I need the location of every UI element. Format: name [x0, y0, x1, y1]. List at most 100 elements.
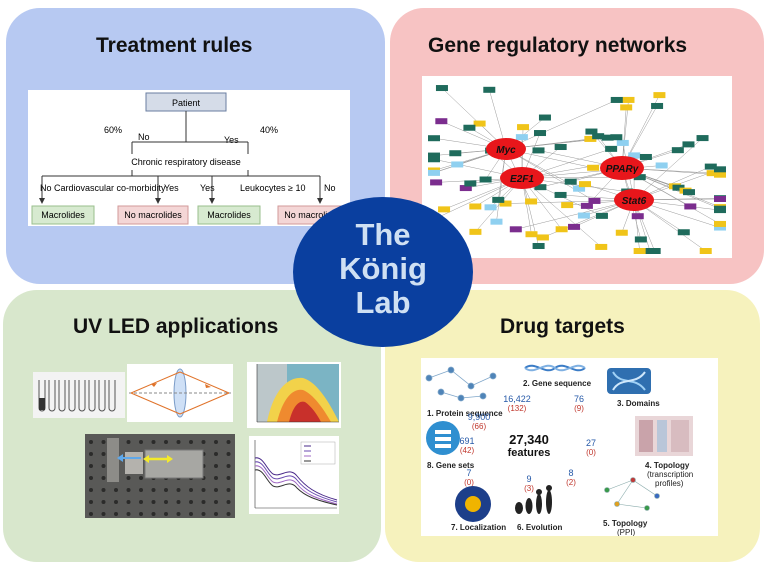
network-gene-node: [584, 135, 597, 142]
treatment-rules-title: Treatment rules: [96, 34, 253, 57]
hub-pparg: [600, 156, 644, 180]
topology-heatmap-icon: [635, 416, 693, 456]
network-gene-node: [714, 224, 726, 231]
network-gene-node: [616, 139, 629, 146]
table-hole: [189, 440, 193, 444]
tree-yes-left: Yes: [164, 183, 179, 193]
uv-led-quadrant: UV LED applications: [3, 290, 381, 562]
tree-no-right: No: [324, 183, 336, 193]
gene-networks-quadrant: Gene regulatory networks Myc E2F1 PPARγ …: [390, 8, 764, 284]
tree-yes-right: Yes: [200, 183, 215, 193]
network-gene-node: [428, 169, 440, 176]
table-hole: [101, 452, 106, 456]
ppi-network-icon: [604, 477, 660, 511]
network-gene-node: [428, 156, 440, 163]
table-hole: [114, 512, 118, 516]
network-gene-node: [483, 86, 496, 93]
table-hole: [101, 512, 106, 516]
table-hole: [214, 464, 218, 468]
table-hole: [126, 476, 131, 480]
hub-myc-label: Myc: [496, 145, 516, 156]
table-hole: [176, 488, 181, 492]
feature-label-6: 6. Evolution: [517, 523, 562, 532]
network-gene-node: [492, 196, 505, 203]
count-ppi: 8: [568, 468, 573, 478]
count-topology: 27: [586, 438, 596, 448]
network-gene-node: [435, 118, 448, 125]
feature-label-1: 1. Protein sequence: [427, 409, 503, 418]
table-hole: [101, 500, 106, 504]
feature-label-2: 2. Gene sequence: [523, 379, 592, 388]
tree-no-top: No: [138, 132, 150, 142]
network-gene-node: [554, 144, 567, 151]
network-gene-node: [525, 198, 538, 205]
hub-myc: [486, 138, 526, 160]
network-gene-node: [585, 128, 598, 135]
gene-sets-icon: [426, 421, 460, 455]
drug-features-panel: 1. Protein sequence 2. Gene sequence 3. …: [421, 358, 718, 537]
lab-logo-oval: The König Lab: [293, 197, 473, 347]
table-hole: [139, 512, 143, 516]
network-gene-node: [615, 229, 628, 236]
table-hole: [201, 512, 206, 516]
network-gene-node: [595, 243, 608, 250]
feature-label-7: 7. Localization: [451, 523, 506, 532]
count-gene-seq: 16,422: [503, 394, 531, 404]
table-hole: [126, 500, 131, 504]
network-gene-node: [714, 195, 726, 202]
network-gene-node: [588, 197, 601, 204]
cell-localization-icon: [455, 486, 491, 522]
table-hole: [226, 464, 231, 468]
gene-network-diagram: Myc E2F1 PPARγ Stat6: [428, 85, 726, 254]
count-localization: 7: [466, 468, 471, 478]
evolution-icon: [515, 485, 552, 514]
table-hole: [226, 452, 231, 456]
table-hole: [201, 500, 206, 504]
table-hole: [114, 500, 118, 504]
tree-node-mid: Chronic respiratory disease: [131, 157, 241, 167]
table-hole: [126, 488, 131, 492]
uv-photo-lens: [127, 364, 233, 422]
network-gene-node: [561, 202, 574, 209]
network-gene-node: [449, 150, 462, 157]
feature-label-5: 5. Topology: [603, 519, 648, 528]
network-gene-node: [490, 218, 503, 225]
table-hole: [164, 512, 168, 516]
count-ppi-sub: (2): [566, 478, 576, 487]
network-gene-node: [532, 147, 545, 154]
protein-structure-icon: [425, 366, 497, 402]
table-hole: [226, 440, 231, 444]
table-hole: [189, 500, 193, 504]
network-gene-node: [536, 234, 549, 241]
table-hole: [101, 464, 106, 468]
leaf-macrolides-2: [197, 205, 261, 225]
network-gene-node: [628, 152, 641, 159]
hub-e2f1: [500, 167, 544, 189]
network-gene-node: [451, 161, 464, 168]
total-features-value: 27,340: [509, 432, 549, 447]
network-gene-node: [564, 178, 577, 185]
network-gene-node: [463, 124, 476, 131]
table-hole: [226, 500, 231, 504]
table-hole: [139, 500, 143, 504]
table-hole: [214, 452, 218, 456]
network-gene-node: [568, 223, 581, 230]
network-gene-node: [555, 226, 568, 233]
network-gene-node: [577, 212, 590, 219]
table-hole: [139, 488, 143, 492]
feature-label-8: 8. Gene sets: [427, 461, 475, 470]
network-gene-node: [633, 174, 646, 181]
network-gene-node: [655, 162, 668, 169]
table-hole: [164, 500, 168, 504]
table-hole: [214, 488, 218, 492]
feature-label-3: 3. Domains: [617, 399, 660, 408]
tree-no-left: No: [40, 183, 52, 193]
spectra-plot-image: [254, 440, 338, 509]
network-edge: [505, 99, 617, 150]
hub-stat6: [614, 189, 654, 211]
count-gene-sets: 691: [459, 436, 474, 446]
table-hole: [126, 512, 131, 516]
network-gene-node: [639, 153, 652, 160]
network-gene-node: [517, 124, 530, 131]
network-gene-node: [704, 163, 717, 170]
